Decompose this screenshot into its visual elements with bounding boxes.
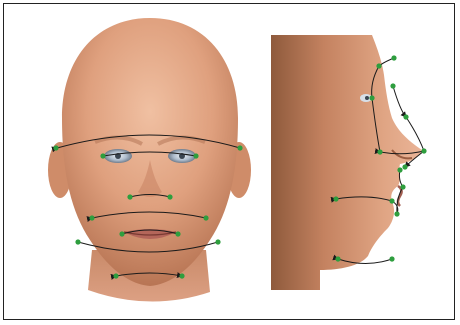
landmark-point <box>394 211 399 216</box>
landmark-point <box>215 239 220 244</box>
landmark-point <box>369 95 374 100</box>
landmark-point <box>203 215 208 220</box>
landmark-point <box>390 83 395 88</box>
landmark-point <box>193 153 198 158</box>
landmark-point <box>376 63 381 68</box>
landmark-point <box>167 194 172 199</box>
landmark-point <box>397 167 402 172</box>
landmark-point <box>75 239 80 244</box>
landmark-point <box>403 114 408 119</box>
landmark-point <box>100 153 105 158</box>
frontal-face-view <box>48 18 251 302</box>
landmark-point <box>237 145 242 150</box>
landmark-point <box>179 273 184 278</box>
landmark-point <box>89 215 94 220</box>
landmark-point <box>402 164 407 169</box>
landmark-point <box>333 196 338 201</box>
profile-pupil <box>365 96 369 100</box>
profile-face-view <box>271 35 427 290</box>
landmark-point <box>335 256 340 261</box>
profile-head <box>271 35 422 290</box>
landmark-point <box>400 184 405 189</box>
landmark-point <box>377 149 382 154</box>
curve-nasal-bridge <box>393 86 406 117</box>
landmark-point <box>113 273 118 278</box>
landmark-point <box>421 148 426 153</box>
landmark-point <box>53 145 58 150</box>
landmark-point <box>391 55 396 60</box>
landmark-point <box>175 231 180 236</box>
landmark-point <box>119 231 124 236</box>
landmark-point <box>389 256 394 261</box>
landmark-point <box>389 198 394 203</box>
landmark-point <box>127 194 132 199</box>
